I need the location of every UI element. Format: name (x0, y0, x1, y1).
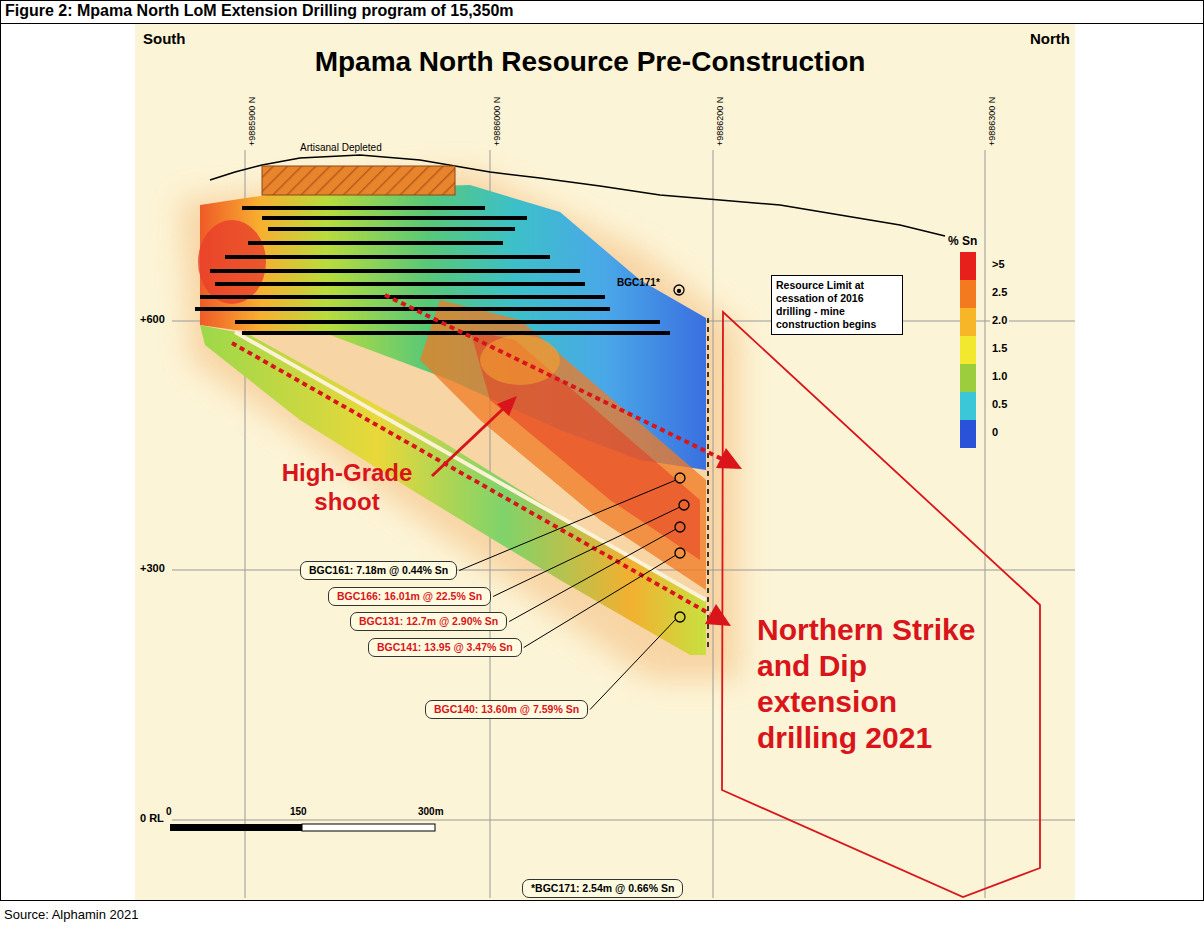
legend-swatch (960, 420, 976, 448)
intercept-callout: BGC140: 13.60m @ 7.59% Sn (425, 700, 588, 719)
leader-line (459, 480, 676, 571)
legend-heading: % Sn (948, 234, 977, 248)
intercept-footnote: *BGC171: 2.54m @ 0.66% Sn (522, 879, 683, 898)
legend-text: 0 (990, 426, 1000, 438)
grid-coordinate: +9886300 N (987, 97, 997, 146)
legend-text: 1.0 (990, 370, 1009, 382)
grid-lines (172, 150, 1075, 898)
intercept-callout: BGC131: 12.7m @ 2.90% Sn (350, 612, 507, 631)
resource-limit-line (707, 318, 709, 650)
figure-frame (0, 1, 1204, 901)
drill-holes-2016 (195, 208, 670, 333)
legend-swatch (960, 336, 976, 364)
legend-text: >5 (990, 258, 1007, 270)
intercept-callout: BGC141: 13.95 @ 3.47% Sn (368, 638, 522, 657)
drillhole-label: BGC171* (617, 277, 660, 288)
callout-text: BGC131: 12.7m @ 2.90% Sn (359, 615, 498, 628)
callout-text: BGC166: 16.01m @ 22.5% Sn (337, 590, 482, 603)
topography-line (210, 155, 945, 236)
legend-text: 2.5 (990, 286, 1009, 298)
leader-line (509, 529, 676, 622)
grade-halo (180, 170, 740, 680)
leader-line (524, 555, 676, 648)
scale-label: 0 (166, 806, 172, 817)
legend-text: 2.0 (990, 314, 1009, 326)
grid-coordinate: +9886000 N (492, 97, 502, 146)
dip-arrows (232, 295, 742, 626)
intercept-callout: BGC166: 16.01m @ 22.5% Sn (328, 587, 491, 606)
feature-label: High-Grade shoot (272, 458, 422, 516)
artisanal-depleted-zone (262, 166, 455, 195)
callout-text: Resource Limit at cessation of 2016 dril… (776, 279, 898, 331)
legend-swatch (960, 364, 976, 392)
orebody (198, 185, 706, 655)
grid-coordinate: +9885900 N (247, 97, 257, 146)
elevation-label: 0 RL (140, 812, 164, 824)
map-ground (135, 24, 1075, 900)
compass-label: South (143, 30, 186, 47)
resource-limit-callout: Resource Limit at cessation of 2016 dril… (771, 275, 903, 335)
callout-text: BGC140: 13.60m @ 7.59% Sn (434, 703, 579, 716)
compass-label: North (1030, 30, 1070, 47)
callout-text: *BGC171: 2.54m @ 0.66% Sn (531, 882, 674, 895)
target-outline (715, 305, 1050, 905)
leader-line (493, 507, 680, 597)
callout-text: Northern Strike and Dip extension drilli… (757, 612, 997, 756)
legend-swatch (960, 252, 976, 280)
extension-target-polygon: Northern Strike and Dip extension drilli… (715, 305, 1050, 905)
zone-label: Artisanal Depleted (300, 142, 382, 153)
legend-swatch (960, 280, 976, 308)
drill-intercept-circles (674, 285, 689, 622)
elevation-label: +600 (140, 313, 165, 325)
legend-text: 0.5 (990, 398, 1009, 410)
section-title: Mpama North Resource Pre-Construction (280, 46, 900, 78)
grid-coordinate: +9886200 N (715, 97, 725, 146)
scale-label: 150 (290, 806, 307, 817)
scale-label: 300m (418, 806, 444, 817)
figure-caption: Source: Alphamin 2021 (4, 907, 138, 922)
high-grade-arrow (432, 396, 517, 476)
callout-text: BGC161: 7.18m @ 0.44% Sn (309, 564, 448, 577)
elevation-label: +300 (140, 562, 165, 574)
legend-text: 1.5 (990, 342, 1009, 354)
figure-title: Figure 2: Mpama North LoM Extension Dril… (5, 2, 514, 20)
legend-swatch (960, 308, 976, 336)
scale-bar (170, 824, 435, 831)
legend-swatch (960, 392, 976, 420)
target-outline-shape (722, 312, 1040, 897)
callout-text: BGC141: 13.95 @ 3.47% Sn (377, 641, 513, 654)
intercept-callout: BGC161: 7.18m @ 0.44% Sn (300, 561, 457, 580)
leader-line (590, 619, 676, 710)
